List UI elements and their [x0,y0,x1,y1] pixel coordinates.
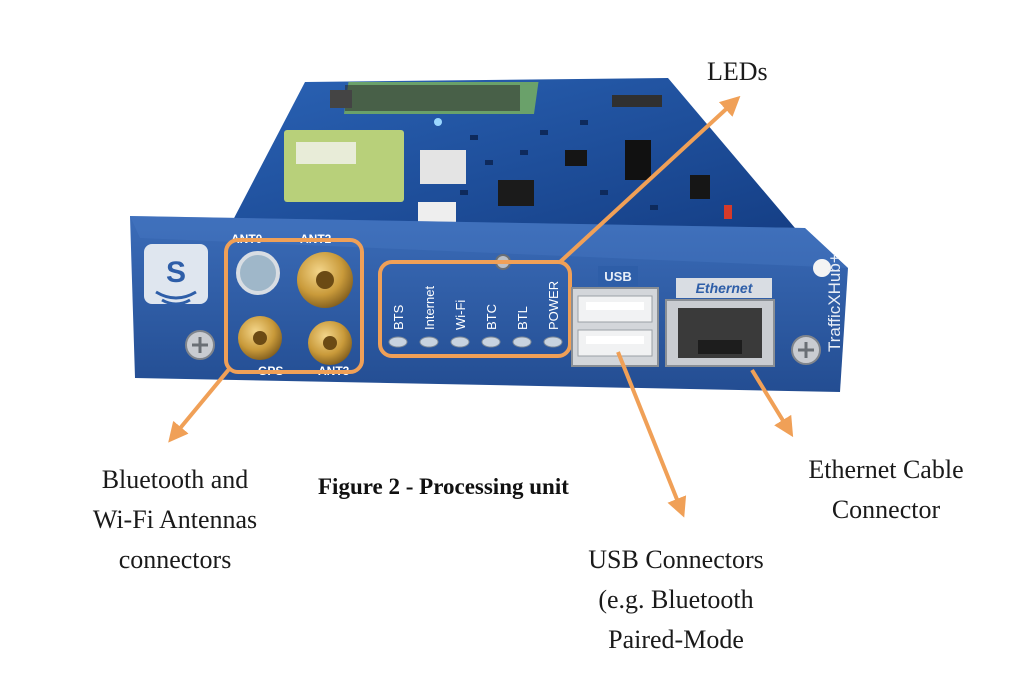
figure-caption: Figure 2 - Processing unit [318,474,569,499]
ethernet-label: Ethernet [696,280,754,296]
led-label-power: POWER [546,281,561,330]
arrow-antennas [168,366,232,443]
led-indicator-btl [512,336,532,348]
led-labels: BTS Internet Wi-Fi BTC BTL POWER [388,281,563,348]
led-indicator-wi-fi [450,336,470,348]
led-label-wi-fi: Wi-Fi [453,300,468,330]
mounting-hole [813,259,831,277]
brand-mark: S [166,256,186,289]
callout-usb: USB Connectors (e.g. Bluetooth Paired-Mo… [588,545,764,654]
circuit-board [232,78,795,228]
antenna-port-empty [236,251,280,295]
annotation-arrows [168,95,794,518]
led-label-btl: BTL [515,306,530,330]
screw-left [185,330,215,360]
led-label-btc: BTC [484,304,499,330]
arrow-usb [616,351,687,518]
callout-ethernet: Ethernet Cable Connector [808,455,964,524]
led-indicator-bts [388,336,408,348]
led-indicator-power [543,336,563,348]
ethernet-port: Ethernet [665,278,775,367]
arrow-leds [558,95,741,264]
callout-antennas: Bluetooth and Wi-Fi Antennas connectors [92,465,258,574]
wireless-module [284,130,404,202]
usb-port: USB [571,266,659,367]
callout-leds: LEDs [707,57,768,86]
antenna-connectors: ANT0 ANT2 GPS ANT3 [231,232,353,378]
led-label-internet: Internet [422,286,437,330]
led-indicator-btc [481,336,501,348]
led-indicator-internet [419,336,439,348]
model-label: TrafficXHub+ [825,253,844,352]
brand-logo: S [144,244,208,306]
processor-chip [498,180,534,206]
antenna-highlight-box [224,238,364,374]
screw-right [791,335,821,365]
led-label-bts: BTS [391,304,406,330]
usb-label: USB [604,269,631,284]
leds-highlight-box [378,260,572,358]
arrow-ethernet [750,368,794,438]
